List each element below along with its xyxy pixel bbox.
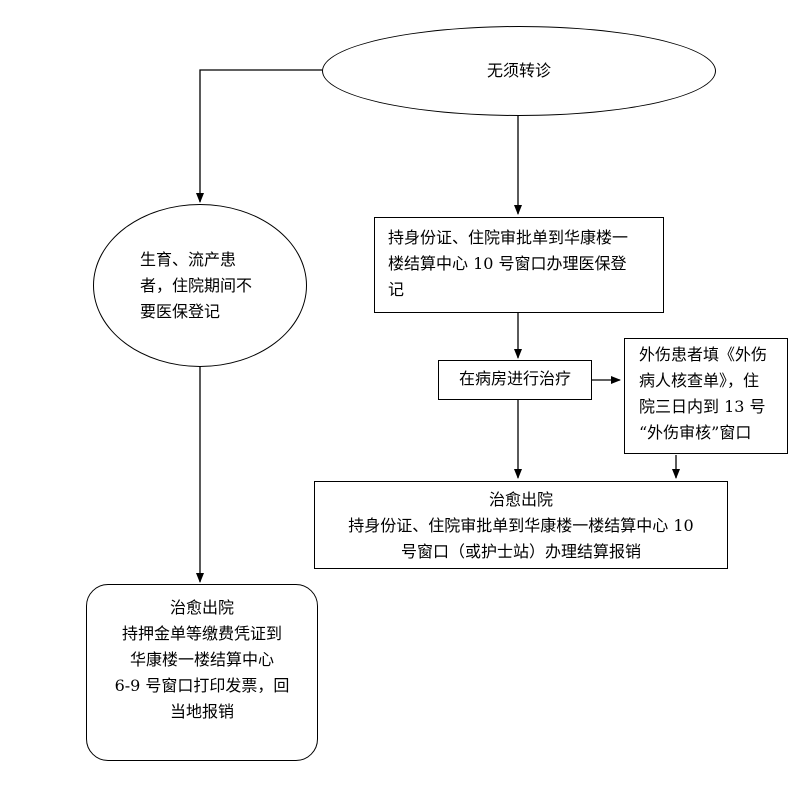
arrow-top-to-birth-note — [196, 69, 322, 203]
node-discharge-right-line: 治愈出院 — [488, 490, 553, 509]
node-trauma-line: 病人核查单》，住 — [639, 371, 760, 390]
node-discharge-right: 治愈出院 持身份证、住院审批单到华康楼一楼结算中心 10 号窗口（或护士站）办理… — [314, 481, 728, 569]
node-register-line: 记 — [388, 280, 405, 299]
node-discharge-left-line: 持押金单等缴费凭证到 — [121, 624, 282, 643]
node-discharge-left-line: 6-9 号窗口打印发票，回 — [114, 676, 290, 695]
node-discharge-left-line: 华康楼一楼结算中心 — [129, 650, 274, 669]
node-discharge-right-line: 号窗口（或护士站）办理结算报销 — [400, 542, 641, 561]
node-trauma-line: 院三日内到 13 号 — [639, 397, 766, 416]
node-ward: 在病房进行治疗 — [438, 360, 592, 400]
node-birth-note-line: 要医保登记 — [140, 301, 221, 321]
node-discharge-right-line: 持身份证、住院审批单到华康楼一楼结算中心 10 — [348, 516, 694, 535]
node-register-line: 楼结算中心 10 号窗口办理医保登 — [388, 254, 627, 273]
node-discharge-left: 治愈出院 持押金单等缴费凭证到 华康楼一楼结算中心 6-9 号窗口打印发票，回 … — [86, 584, 318, 761]
node-birth-note-line: 者，住院期间不 — [140, 275, 253, 295]
node-trauma-line: 外伤患者填《外伤 — [639, 345, 768, 364]
node-no-transfer-label: 无须转诊 — [486, 61, 551, 80]
node-no-transfer: 无须转诊 — [322, 26, 716, 116]
node-birth-note-line: 生育、流产患 — [140, 249, 237, 269]
node-register: 持身份证、住院审批单到华康楼一 楼结算中心 10 号窗口办理医保登 记 — [374, 217, 664, 313]
node-trauma-line: “外伤审核”窗口 — [639, 423, 752, 442]
node-birth-note: 生育、流产患 者，住院期间不 要医保登记 — [93, 204, 307, 367]
node-trauma: 外伤患者填《外伤 病人核查单》，住 院三日内到 13 号 “外伤审核”窗口 — [624, 338, 788, 454]
node-discharge-left-line: 当地报销 — [169, 702, 234, 721]
node-register-line: 持身份证、住院审批单到华康楼一 — [388, 228, 629, 247]
node-discharge-left-line: 治愈出院 — [169, 598, 234, 617]
node-ward-label: 在病房进行治疗 — [458, 369, 571, 388]
